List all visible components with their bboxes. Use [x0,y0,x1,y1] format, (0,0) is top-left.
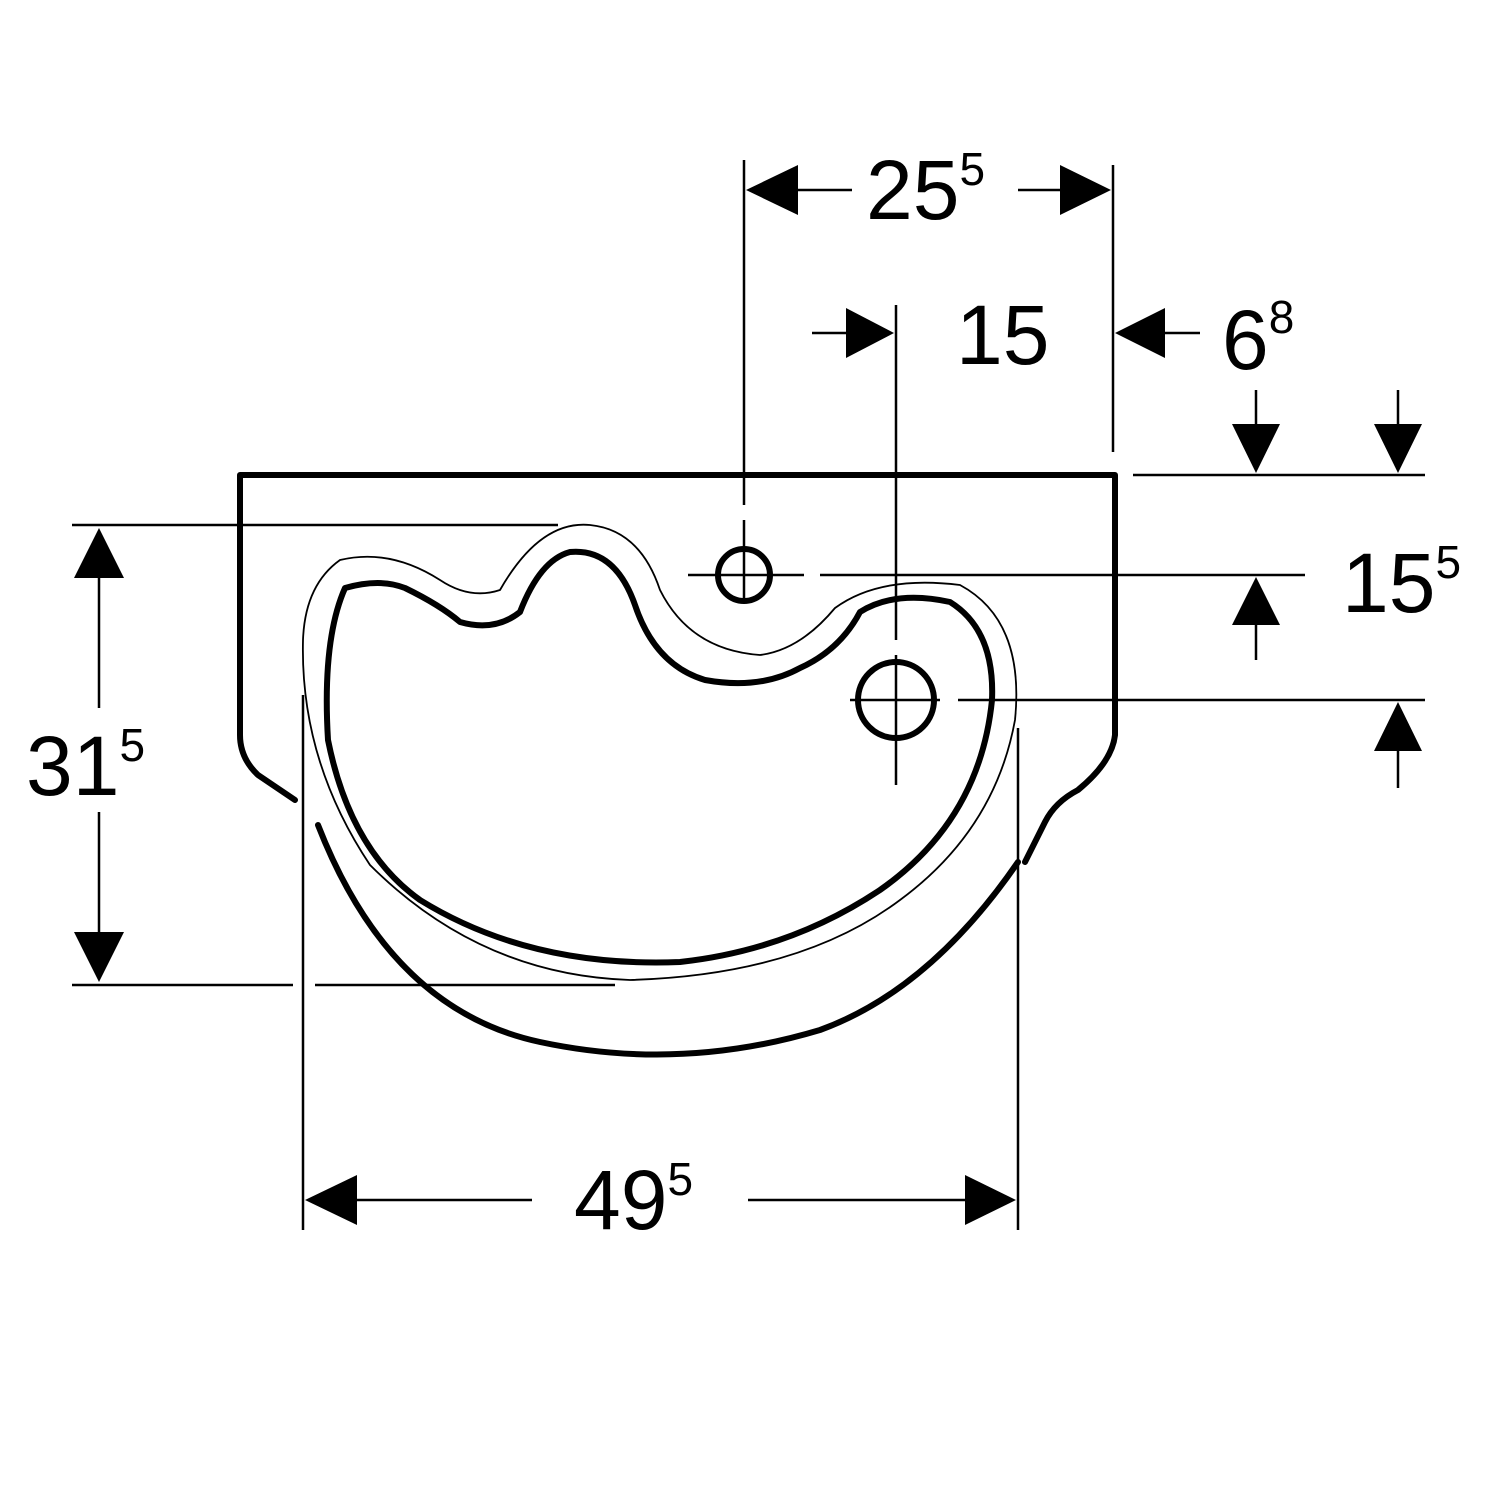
dim-wall-offset-label: 68 [1222,291,1294,387]
dim-depth-label: 315 [26,719,145,813]
dim-bowl-width-label: 495 [574,1153,693,1247]
tap-hole-upper [688,546,804,604]
dim-hole-spacing-label: 155 [1342,536,1461,630]
dimension-lines [72,160,1425,1230]
dim-tap-offset-label: 15 [956,288,1049,382]
dim-top-width-label: 255 [866,143,985,237]
basin-outline [237,472,1118,1058]
